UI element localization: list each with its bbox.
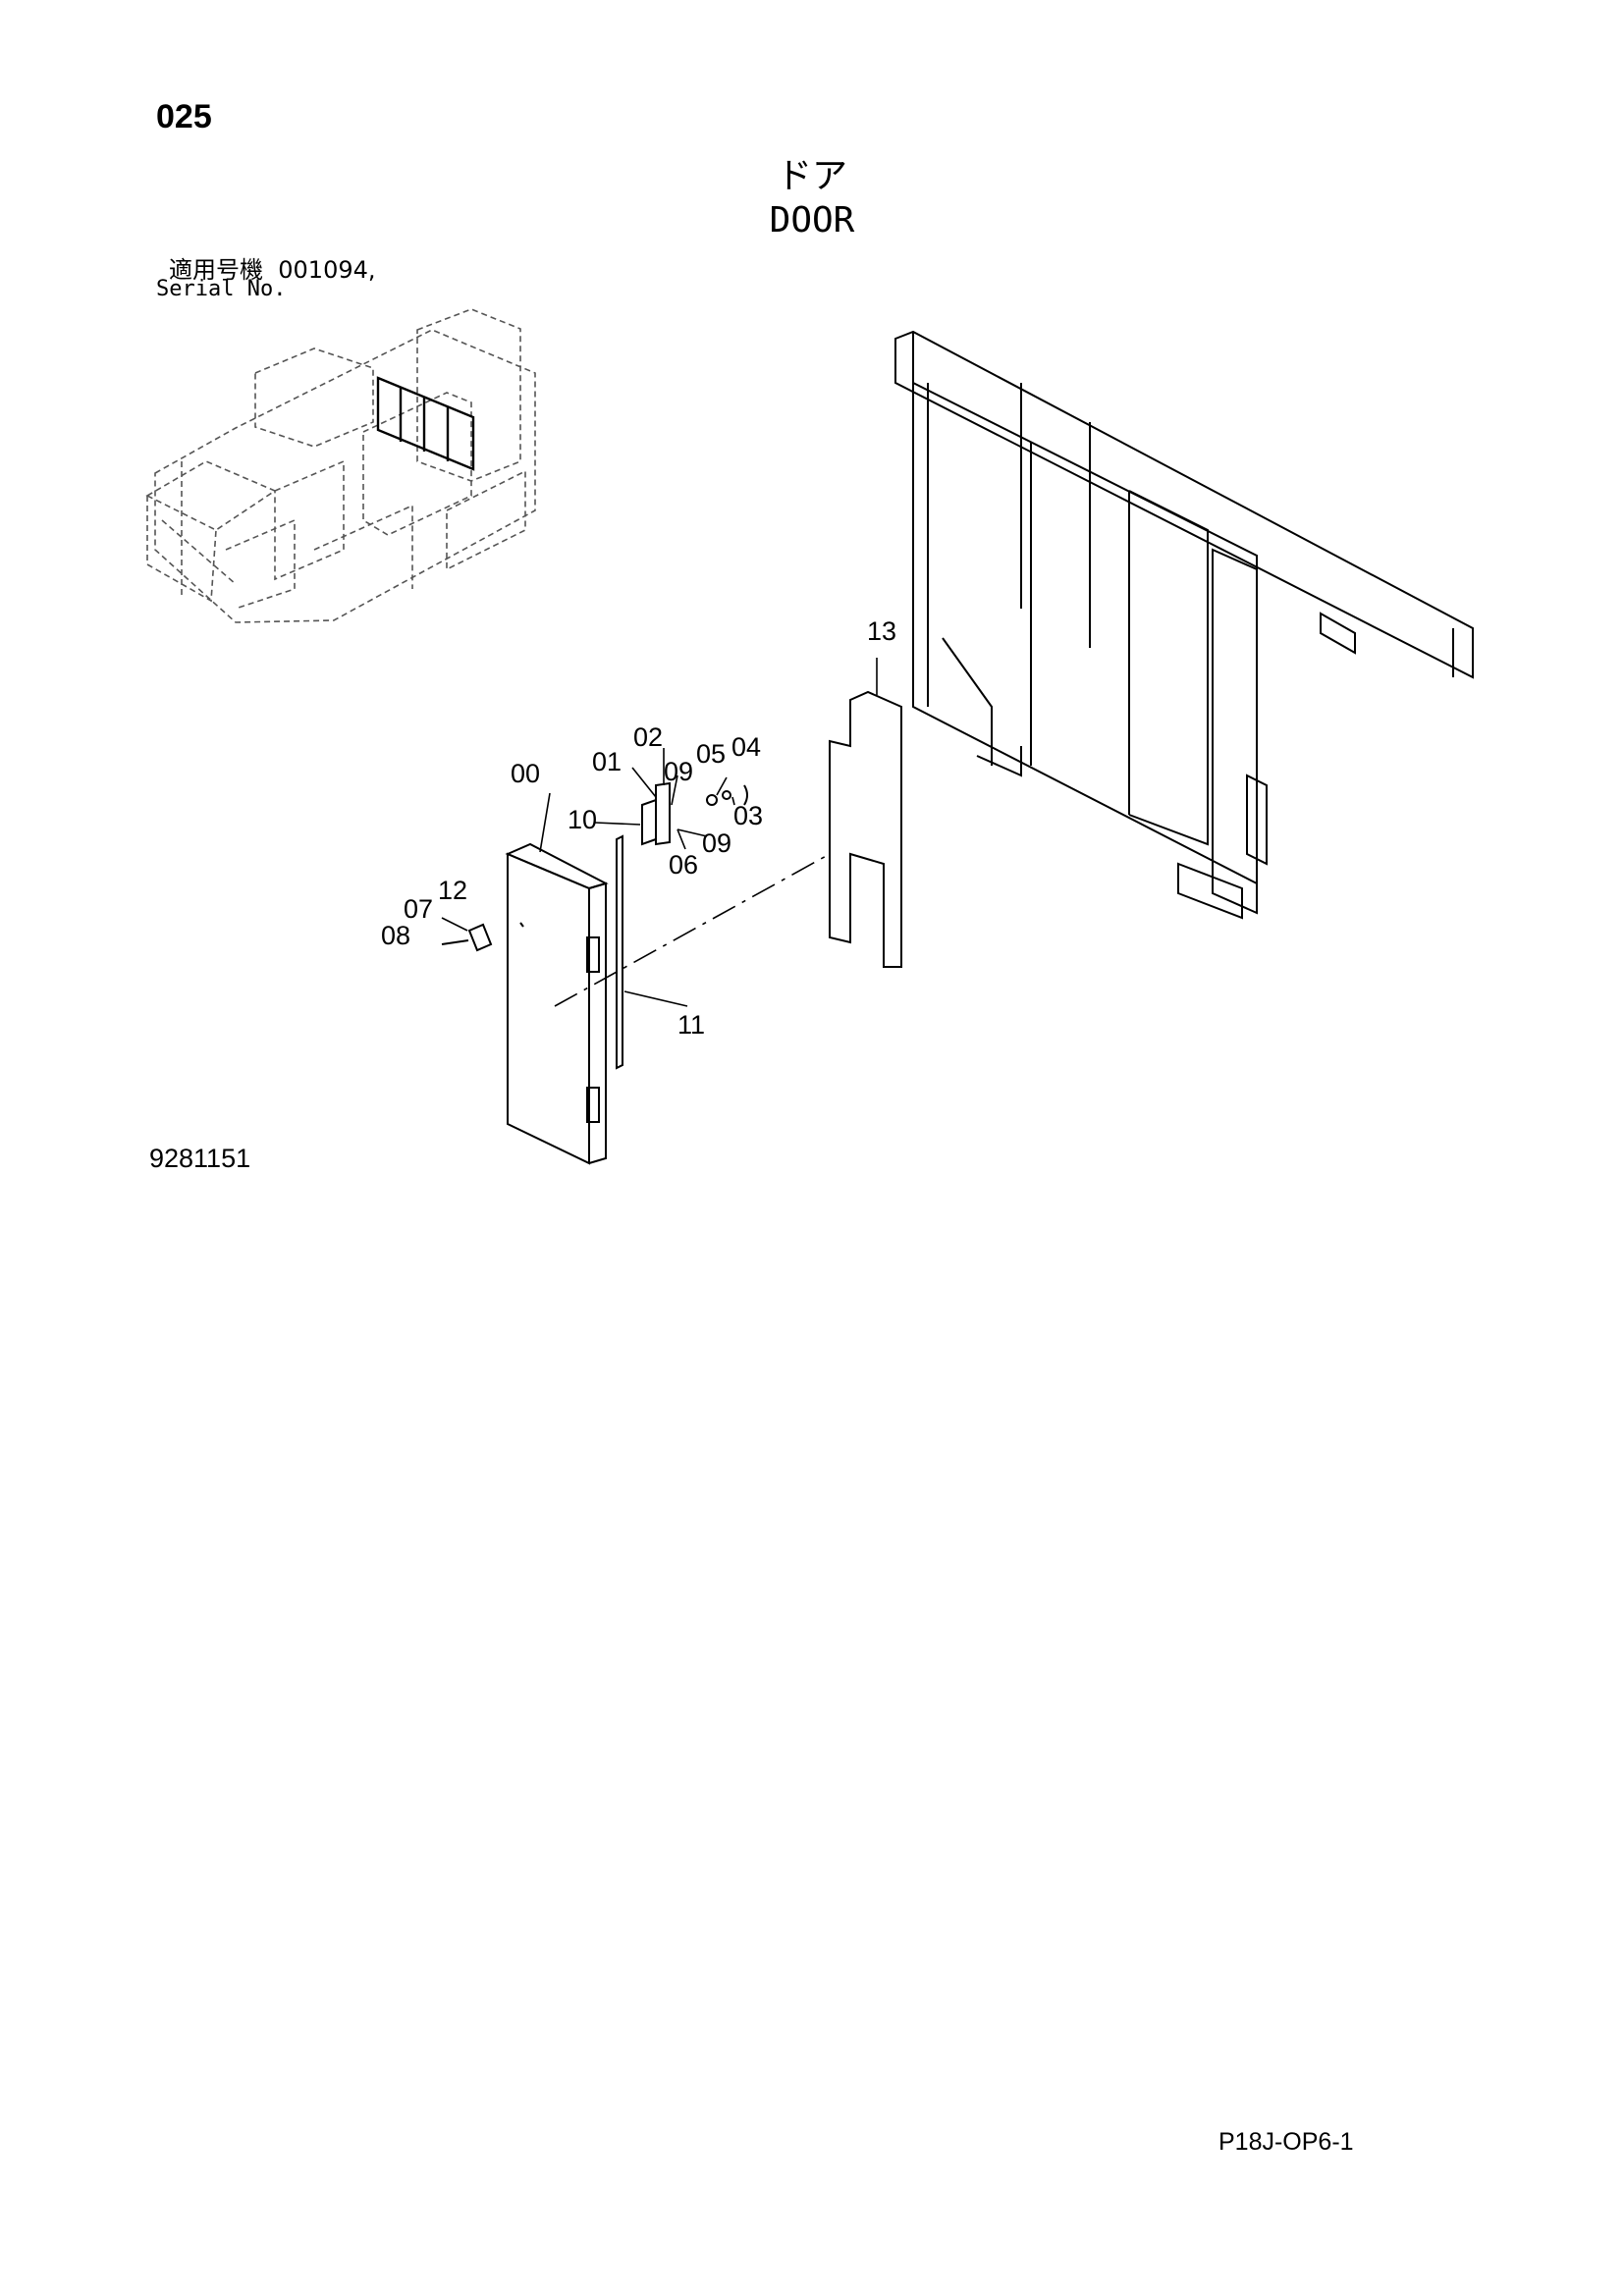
callout-01: 01: [592, 747, 622, 776]
lock-hardware: [441, 781, 748, 952]
callout-11: 11: [677, 1010, 705, 1040]
callout-07: 07: [404, 894, 433, 924]
callout-09-lower: 09: [702, 828, 731, 858]
callout-05: 05: [696, 739, 726, 769]
callout-04: 04: [731, 732, 761, 762]
callout-02: 02: [633, 722, 663, 752]
callout-03: 03: [733, 801, 763, 830]
leader-lines: [441, 658, 878, 1007]
serial-label-english: Serial No.: [156, 277, 287, 301]
serial-label-japanese: 適用号機: [169, 256, 263, 284]
seal-strip-11: [616, 834, 623, 1070]
door-panel: [505, 842, 609, 1165]
callout-08: 08: [381, 921, 410, 950]
callout-10: 10: [568, 805, 597, 834]
callout-00: 00: [511, 759, 540, 788]
diagram-code: 9281151: [149, 1144, 251, 1173]
frame-assembly: [894, 330, 1474, 920]
callout-06: 06: [669, 850, 698, 880]
serial-line-japanese: 適用号機 001094,: [169, 250, 376, 285]
exploded-parts-diagram: 00 01 02 03 04 05 06 07 08 09 09 10 11 1…: [145, 308, 1474, 1165]
page-number: 025: [156, 98, 212, 135]
serial-value: 001094,: [278, 256, 376, 284]
callout-09-upper: 09: [664, 757, 693, 786]
highlighted-door-location: [376, 376, 475, 471]
machine-overview-thumbnail: [145, 308, 536, 623]
callout-13: 13: [867, 616, 896, 646]
seal-panel: [829, 690, 902, 968]
page-code: P18J-OP6-1: [1218, 2128, 1354, 2156]
callout-12: 12: [438, 876, 467, 905]
title-english: DOOR: [769, 200, 855, 240]
title-japanese: ドア: [776, 156, 847, 196]
